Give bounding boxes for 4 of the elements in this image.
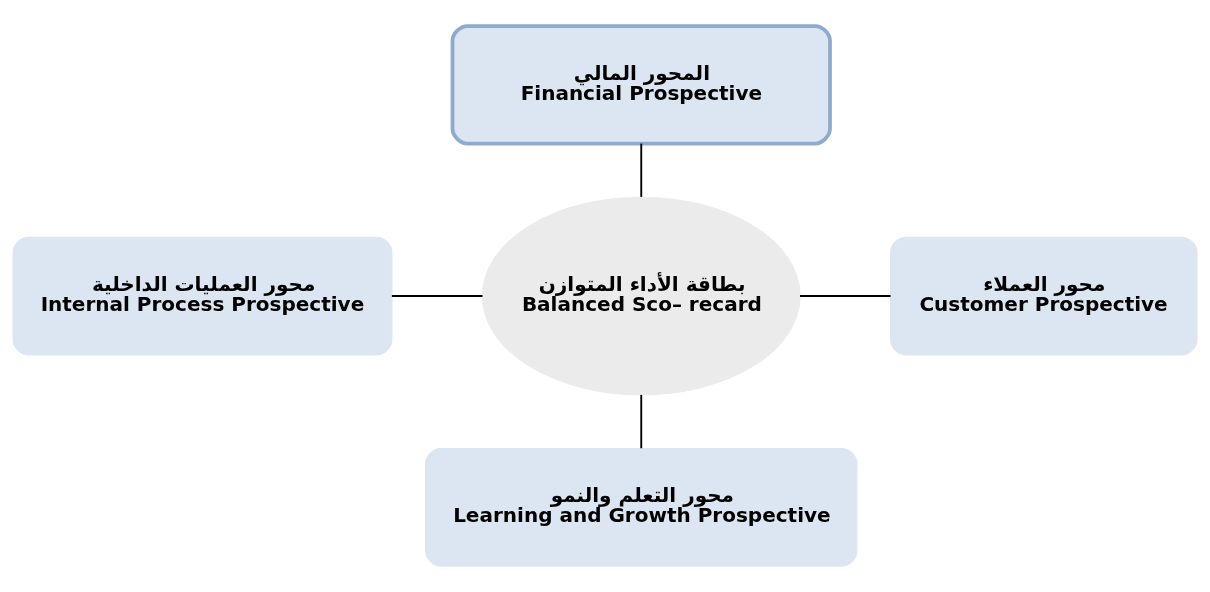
connector (640, 142, 643, 198)
connector (390, 295, 484, 297)
connector (799, 295, 892, 297)
connector (640, 393, 643, 450)
